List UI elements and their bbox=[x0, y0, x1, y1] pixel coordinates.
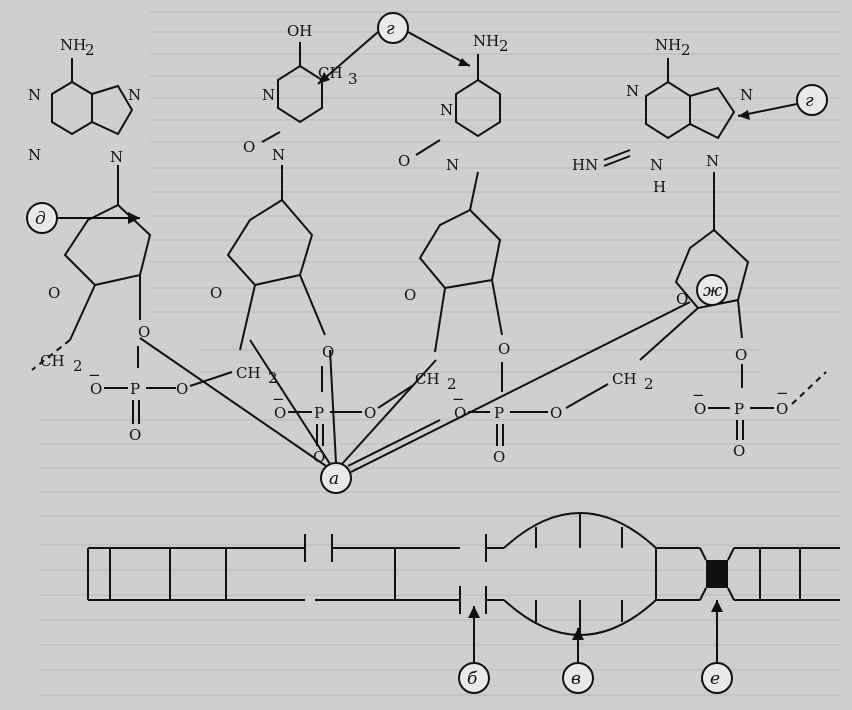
callout-v: в bbox=[562, 628, 594, 694]
callouts-bottom: б в е bbox=[458, 600, 733, 694]
adenine-base: NH 2 N N N N bbox=[28, 36, 141, 166]
callout-e-letter: е bbox=[710, 669, 720, 689]
cytosine-nh2-sub: 2 bbox=[499, 37, 509, 55]
phosphate-3-dash: − bbox=[452, 390, 465, 408]
phosphate-4-dash: − bbox=[692, 386, 705, 404]
thymine-n1-label: N bbox=[272, 146, 285, 164]
nucleotide-thymine: OH CH 3 N O N O O CH 2 bbox=[210, 22, 358, 387]
thymine-base: OH CH 3 N O N bbox=[243, 22, 358, 164]
lesion-block bbox=[706, 560, 728, 588]
callout-g-1-letter: г bbox=[386, 19, 395, 39]
callout-d-letter: д bbox=[35, 209, 46, 229]
guanine-h-label: H bbox=[653, 178, 666, 196]
ester-oxygen-4: O bbox=[735, 346, 747, 364]
nucleotide-adenine: NH 2 N N N N O O CH 2 bbox=[28, 36, 152, 375]
phosphate-backbone: O − P O O O − P O O O − P O O O bbox=[88, 346, 827, 466]
phosphate-1-o-right: O bbox=[176, 380, 188, 398]
callout-g-2-letter: г bbox=[805, 91, 814, 111]
guanine-hn-label: HN bbox=[572, 156, 598, 174]
phosphate-4-o-right: O bbox=[776, 400, 788, 418]
sugar-oxygen-2: O bbox=[210, 284, 222, 302]
phosphate-3-o-left: O bbox=[454, 404, 466, 422]
phosphate-1-p: P bbox=[130, 380, 140, 398]
adenine-n7-label: N bbox=[128, 86, 141, 104]
cytosine-nh2-label: NH bbox=[473, 32, 499, 50]
guanine-nh2-sub: 2 bbox=[681, 41, 691, 59]
ch2-sub-2: 2 bbox=[268, 369, 278, 387]
phosphate-4-dash-right: − bbox=[776, 384, 789, 402]
ch2-label-3: CH bbox=[415, 370, 440, 388]
dna-duplex-schematic bbox=[87, 512, 840, 636]
adenine-nh2-sub: 2 bbox=[85, 41, 95, 59]
callout-a-letter: а bbox=[329, 469, 339, 489]
guanine-n7-label: N bbox=[740, 86, 753, 104]
phosphate-2-p: P bbox=[314, 404, 324, 422]
phosphate-1-o-left: O bbox=[90, 380, 102, 398]
ester-oxygen-3: O bbox=[498, 340, 510, 358]
ch2-label-2: CH bbox=[236, 364, 261, 382]
thymine-oh-label: OH bbox=[287, 22, 312, 40]
cytosine-base: NH 2 N O N bbox=[398, 32, 509, 174]
guanine-n9-label: N bbox=[706, 152, 719, 170]
nucleotide-cytosine: NH 2 N O N O O CH 2 bbox=[398, 32, 510, 393]
callout-d: д bbox=[26, 202, 140, 234]
guanine-sugar: O O bbox=[639, 172, 750, 364]
phosphate-3-o-right: O bbox=[550, 404, 562, 422]
phosphate-4-o-left: O bbox=[694, 400, 706, 418]
callout-v-letter: в bbox=[571, 669, 581, 689]
phosphate-3-o-bottom: O bbox=[493, 448, 505, 466]
adenine-sugar: O O bbox=[31, 165, 152, 371]
callout-g-2: г bbox=[737, 84, 828, 120]
thymine-ch3-sub: 3 bbox=[348, 70, 358, 88]
phosphate-2-o-right: O bbox=[364, 404, 376, 422]
phosphate-4-o-bottom: O bbox=[733, 442, 745, 460]
ch2-sub-1: 2 bbox=[73, 357, 83, 375]
ch2-label-4: CH bbox=[612, 370, 637, 388]
ester-oxygen-1: O bbox=[138, 323, 150, 341]
thymine-o2-label: O bbox=[243, 138, 255, 156]
cytosine-n1-label: N bbox=[446, 156, 459, 174]
phosphate-1-o-bottom: O bbox=[129, 426, 141, 444]
phosphate-2-o-left: O bbox=[274, 404, 286, 422]
guanine-nh2-label: NH bbox=[655, 36, 681, 54]
callout-zh-letter: ж bbox=[703, 281, 723, 301]
callout-b-letter: б bbox=[467, 669, 478, 689]
thymine-sugar: O O bbox=[210, 165, 334, 361]
guanine-n1-label: N bbox=[626, 82, 639, 100]
nucleotide-guanine: NH 2 N N HN N H N O O CH 2 bbox=[572, 36, 753, 393]
ch2-sub-4: 2 bbox=[644, 375, 654, 393]
ester-oxygen-2: O bbox=[322, 343, 334, 361]
cytosine-sugar: O O bbox=[404, 171, 510, 358]
phosphate-3-p: P bbox=[494, 404, 504, 422]
adenine-n3-label: N bbox=[28, 146, 41, 164]
callouts-top: г г д ж а bbox=[26, 12, 828, 494]
sugar-oxygen-3: O bbox=[404, 286, 416, 304]
phosphate-2-dash: − bbox=[272, 390, 285, 408]
callout-e: е bbox=[701, 600, 733, 694]
adenine-nh2-label: NH bbox=[60, 36, 86, 54]
guanine-base: NH 2 N N HN N H N bbox=[572, 36, 753, 196]
adenine-n9-label: N bbox=[110, 148, 123, 166]
callout-g-1: г bbox=[317, 12, 471, 85]
guanine-n3-label: N bbox=[650, 156, 663, 174]
cytosine-o2-label: O bbox=[398, 152, 410, 170]
callout-zh: ж bbox=[696, 274, 728, 306]
callout-a: а bbox=[139, 301, 691, 494]
phosphate-4-p: P bbox=[734, 400, 744, 418]
phosphate-1-dash: − bbox=[88, 366, 101, 384]
thymine-n3-label: N bbox=[262, 86, 275, 104]
ch2-sub-3: 2 bbox=[447, 375, 457, 393]
callout-b: б bbox=[458, 606, 490, 694]
sugar-oxygen-1: O bbox=[48, 284, 60, 302]
ch2-label-1: CH bbox=[40, 352, 65, 370]
cytosine-n3-label: N bbox=[440, 101, 453, 119]
adenine-n1-label: N bbox=[28, 86, 41, 104]
